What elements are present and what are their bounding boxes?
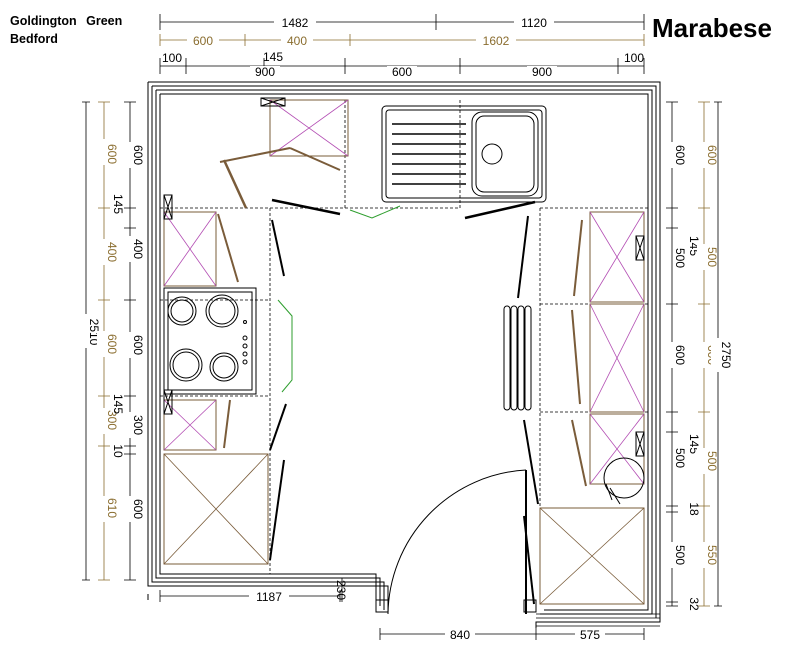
dim-right-unit-600-a: 600 <box>705 145 719 165</box>
room-walls <box>147 81 661 628</box>
dim-right-unit-550: 550 <box>705 545 719 565</box>
dim-unit-600: 600 <box>193 34 213 48</box>
dimension-lines <box>82 14 722 640</box>
dim-inner-145: 145 <box>263 50 283 64</box>
sockets <box>163 97 645 457</box>
dim-right-inner-600-a: 600 <box>673 145 687 165</box>
dim-right-unit-500-a: 500 <box>705 247 719 267</box>
dimension-labels: 1482 1120 600 400 1602 100 145 900 600 9… <box>79 15 733 642</box>
dim-left-inner-600-a: 600 <box>131 145 145 165</box>
dim-left-unit-400: 400 <box>105 242 119 262</box>
dim-inner-900-a: 900 <box>255 65 275 79</box>
dim-inner-100-right: 100 <box>624 51 644 65</box>
dim-right-inner-600-b: 600 <box>673 345 687 365</box>
appliance-doors <box>277 205 401 393</box>
dim-inner-100-left: 100 <box>162 51 182 65</box>
dim-right-inner-500-b: 500 <box>673 448 687 468</box>
sink <box>381 105 547 203</box>
location-line-2: Bedford <box>10 32 58 46</box>
dim-top-1120: 1120 <box>521 16 547 30</box>
dim-left-inner-300: 300 <box>131 415 145 435</box>
dim-right-2750: 2750 <box>719 342 733 369</box>
dim-left-inner-145-b: 145 <box>111 394 125 414</box>
dim-unit-400: 400 <box>287 34 307 48</box>
dim-unit-1602: 1602 <box>483 34 510 48</box>
dim-right-inner-500-a: 500 <box>673 248 687 268</box>
dim-left-inner-145-a: 145 <box>111 194 125 214</box>
dim-bottom-1187: 1187 <box>256 590 282 604</box>
dim-right-inner-18: 18 <box>687 502 701 516</box>
location-line-1: Goldington Green <box>10 14 123 28</box>
dim-left-unit-600-a: 600 <box>105 144 119 164</box>
dim-right-unit-500-b: 500 <box>705 451 719 471</box>
dim-bottom-575: 575 <box>580 628 600 642</box>
boiler <box>603 457 645 505</box>
dim-inner-600: 600 <box>392 65 412 79</box>
dim-right-inner-500-c: 500 <box>673 545 687 565</box>
dim-right-inner-32: 32 <box>687 597 701 611</box>
brand-title: Marabese <box>652 13 772 43</box>
hob <box>163 287 257 395</box>
dim-left-inner-400: 400 <box>131 239 145 259</box>
base-unit-crosses <box>163 453 645 605</box>
dim-top-1482: 1482 <box>282 16 309 30</box>
entrance-door <box>387 469 527 615</box>
dim-left-inner-600-b: 600 <box>131 335 145 355</box>
dim-inner-900-b: 900 <box>532 65 552 79</box>
radiator <box>503 305 532 411</box>
dim-bottom-840: 840 <box>450 628 470 642</box>
dim-bottom-230: 230 <box>334 580 348 600</box>
wall-units <box>163 99 645 605</box>
dim-left-inner-600-c: 600 <box>131 499 145 519</box>
dim-left-inner-10: 10 <box>111 444 125 458</box>
dim-left-unit-300: 300 <box>105 410 119 430</box>
dim-left-unit-600-b: 600 <box>105 334 119 354</box>
dim-left-unit-610: 610 <box>105 498 119 518</box>
